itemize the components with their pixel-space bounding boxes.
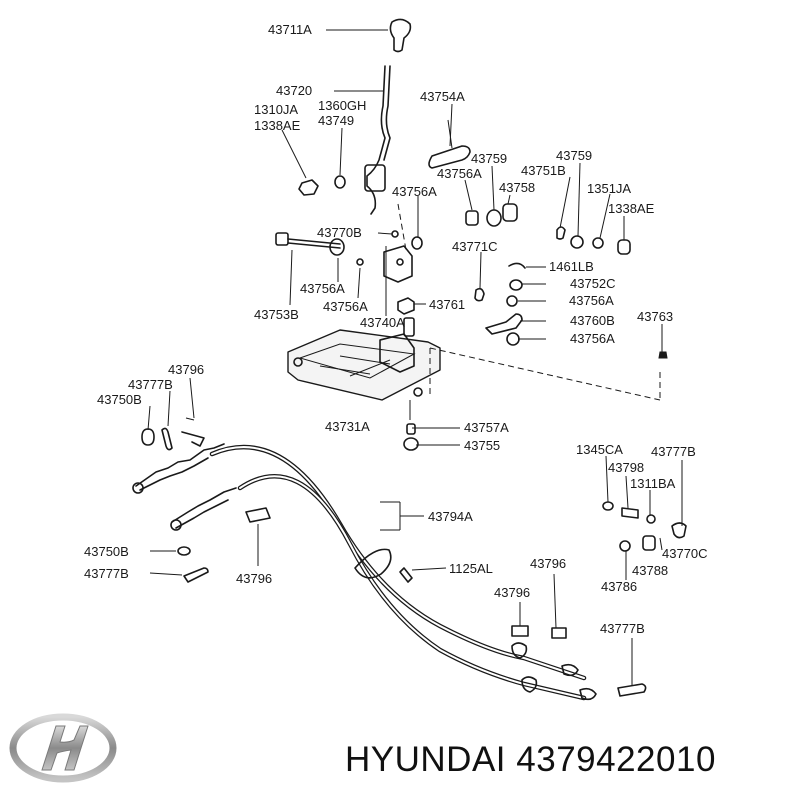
callout-43756A-2: 43756A — [392, 184, 437, 199]
pin-43770B — [391, 230, 399, 238]
callout-43770C: 43770C — [662, 546, 708, 561]
callout-43749: 43749 — [318, 113, 354, 128]
callout-43754A: 43754A — [420, 89, 465, 104]
callout-1360GH: 1360GH — [318, 98, 366, 113]
callout-43798: 43798 — [608, 460, 644, 475]
callout-43731A: 43731A — [325, 419, 370, 434]
select-lever-bracket — [356, 245, 413, 283]
callout-1125AL: 1125AL — [449, 561, 493, 576]
callout-43758: 43758 — [499, 180, 535, 195]
brand-part-number-caption: HYUNDAI 4379422010 — [345, 740, 716, 780]
brand-caption-row: HYUNDAI 4379422010 — [0, 700, 800, 800]
clip-43796-left — [245, 507, 271, 523]
callout-43770B: 43770B — [317, 225, 362, 240]
part-number: 4379422010 — [516, 740, 716, 779]
callout-43788: 43788 — [632, 563, 668, 578]
callout-43777B-right: 43777B — [651, 444, 696, 459]
shift-cables-43794A — [132, 443, 597, 701]
callout-43751B: 43751B — [521, 163, 566, 178]
brand-name: HYUNDAI — [345, 740, 507, 779]
callout-43756A-1: 43756A — [437, 166, 482, 181]
callout-43750B-top: 43750B — [97, 392, 142, 407]
callout-43755: 43755 — [464, 438, 500, 453]
callout-43771C: 43771C — [452, 239, 498, 254]
shift-lever — [364, 65, 391, 215]
callout-43759-a: 43759 — [471, 151, 507, 166]
bushing-43756A — [329, 236, 423, 256]
base-plate-43731A — [287, 317, 441, 401]
leader-lines — [147, 29, 683, 686]
callout-43711A: 43711A — [268, 22, 312, 37]
callout-43720: 43720 — [276, 83, 312, 98]
callout-1351JA: 1351JA — [587, 181, 631, 196]
callout-43786: 43786 — [601, 579, 637, 594]
callout-43796-mid: 43796 — [530, 556, 566, 571]
callout-43756A-3: 43756A — [300, 281, 345, 296]
callout-43740A: 43740A — [360, 315, 405, 330]
bolt-43763 — [658, 351, 668, 359]
callout-1338AE-right: 1338AE — [608, 201, 655, 216]
callout-labels: 43711A 43720 1310JA 1338AE 1360GH 43749 … — [84, 22, 708, 636]
bushing-set-43759 — [465, 203, 518, 227]
callout-43760B: 43760B — [570, 313, 615, 328]
callout-1310JA: 1310JA — [254, 102, 298, 117]
callout-1311BA: 1311BA — [630, 476, 676, 491]
clip-hardware-43771C-group — [474, 262, 526, 346]
callout-43777B-top: 43777B — [128, 377, 173, 392]
hyundai-logo-icon — [9, 713, 117, 783]
callout-1461LB: 1461LB — [549, 259, 594, 274]
shift-knob — [389, 18, 412, 53]
callout-43756A-4: 43756A — [569, 293, 614, 308]
callout-43794A: 43794A — [428, 509, 473, 524]
callout-43752C: 43752C — [570, 276, 616, 291]
cable-left-end-hardware — [141, 427, 209, 583]
part-43761 — [397, 297, 415, 315]
dashed-assembly-lines — [397, 203, 661, 401]
callout-43750B-bottom: 43750B — [84, 544, 129, 559]
callout-43761: 43761 — [429, 297, 465, 312]
small-hardware-right — [556, 226, 631, 255]
callout-43796-lower: 43796 — [494, 585, 530, 600]
callout-43796-top: 43796 — [168, 362, 204, 377]
right-end-hardware — [602, 501, 687, 552]
callout-43753B: 43753B — [254, 307, 299, 322]
callout-43759-b: 43759 — [556, 148, 592, 163]
callout-43796-left: 43796 — [236, 571, 272, 586]
callout-1338AE-left: 1338AE — [254, 118, 301, 133]
callout-43757A: 43757A — [464, 420, 509, 435]
callout-43756A-6: 43756A — [570, 331, 615, 346]
callout-43756A-5: 43756A — [323, 299, 368, 314]
callout-43777B-bottom: 43777B — [84, 566, 129, 581]
clips-43796-right — [511, 625, 647, 697]
callout-43763: 43763 — [637, 309, 673, 324]
callout-43777B-lower: 43777B — [600, 621, 645, 636]
pivot-pin-43754A — [428, 119, 471, 169]
callout-1345CA: 1345CA — [576, 442, 623, 457]
washer-left — [334, 175, 346, 189]
bolt-1125AL — [399, 567, 413, 583]
bushing-43757A-43755 — [403, 423, 419, 451]
nut-small-left — [298, 179, 319, 196]
